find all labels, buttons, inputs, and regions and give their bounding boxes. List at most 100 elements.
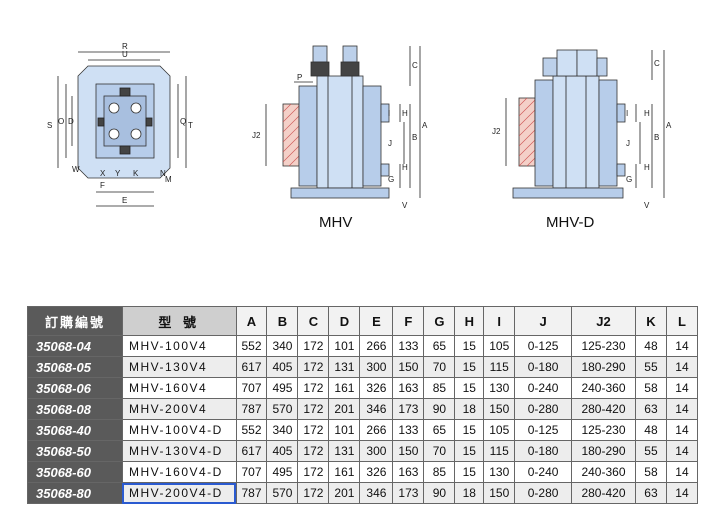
- value-cell-k: 58: [634, 377, 667, 399]
- dim-label-e: E: [122, 196, 127, 205]
- value-cell-l: 14: [665, 440, 699, 462]
- mhvd-dim-i: I: [626, 109, 628, 118]
- header-cell-4: C: [297, 306, 330, 336]
- header-cell-3: B: [266, 306, 299, 336]
- value-cell-g: 90: [423, 398, 456, 420]
- value-cell-j2: 180-290: [570, 356, 636, 378]
- value-cell-a: 707: [235, 377, 268, 399]
- value-cell-f: 173: [392, 482, 425, 504]
- value-cell-i: 130: [483, 461, 516, 483]
- value-cell-d: 161: [328, 461, 361, 483]
- value-cell-h: 15: [454, 440, 485, 462]
- mhv-dim-h1: H: [402, 109, 408, 118]
- dim-label-u: U: [122, 50, 128, 59]
- value-cell-d: 101: [328, 335, 361, 357]
- value-cell-i: 150: [483, 398, 516, 420]
- mhvd-dim-a: A: [666, 121, 672, 130]
- model-cell: MHV-200V4: [121, 398, 237, 420]
- model-cell: MHV-130V4-D: [121, 440, 237, 462]
- value-cell-l: 14: [665, 419, 699, 441]
- value-cell-b: 570: [266, 398, 299, 420]
- dim-label-d: D: [68, 117, 74, 126]
- value-cell-e: 300: [359, 440, 394, 462]
- header-cell-2: A: [235, 306, 268, 336]
- value-cell-h: 15: [454, 419, 485, 441]
- mhv-dim-a: A: [422, 121, 428, 130]
- mhv-dim-v: V: [402, 201, 408, 210]
- header-cell-0: 訂購編號: [27, 306, 123, 336]
- order-number-cell: 35068-40: [27, 419, 123, 441]
- mhv-dim-b: B: [412, 133, 417, 142]
- value-cell-k: 63: [634, 482, 667, 504]
- value-cell-h: 18: [454, 482, 485, 504]
- value-cell-j: 0-125: [514, 419, 572, 441]
- value-cell-l: 14: [665, 398, 699, 420]
- value-cell-b: 405: [266, 440, 299, 462]
- value-cell-c: 172: [297, 398, 330, 420]
- value-cell-c: 172: [297, 335, 330, 357]
- value-cell-g: 85: [423, 377, 456, 399]
- header-cell-7: F: [392, 306, 425, 336]
- header-cell-13: K: [634, 306, 667, 336]
- mhv-dim-h2: H: [402, 163, 408, 172]
- mhv-d-side-view-drawing: [505, 49, 665, 199]
- value-cell-a: 787: [235, 398, 268, 420]
- value-cell-g: 65: [423, 335, 456, 357]
- value-cell-b: 495: [266, 461, 299, 483]
- model-cell: MHV-100V4: [121, 335, 237, 357]
- dim-label-f: F: [100, 181, 105, 190]
- value-cell-j2: 240-360: [570, 461, 636, 483]
- value-cell-h: 15: [454, 461, 485, 483]
- value-cell-l: 14: [665, 356, 699, 378]
- dim-label-w: W: [72, 165, 80, 174]
- value-cell-c: 172: [297, 377, 330, 399]
- header-cell-14: L: [665, 306, 699, 336]
- value-cell-d: 101: [328, 419, 361, 441]
- order-number-cell: 35068-06: [27, 377, 123, 399]
- value-cell-j: 0-125: [514, 335, 572, 357]
- value-cell-a: 707: [235, 461, 268, 483]
- value-cell-d: 201: [328, 482, 361, 504]
- value-cell-c: 172: [297, 356, 330, 378]
- value-cell-b: 340: [266, 419, 299, 441]
- value-cell-g: 70: [423, 440, 456, 462]
- value-cell-i: 150: [483, 482, 516, 504]
- value-cell-g: 90: [423, 482, 456, 504]
- value-cell-c: 172: [297, 482, 330, 504]
- mhv-dim-c: C: [412, 61, 418, 70]
- value-cell-a: 552: [235, 335, 268, 357]
- value-cell-j2: 240-360: [570, 377, 636, 399]
- value-cell-e: 266: [359, 335, 394, 357]
- value-cell-j2: 125-230: [570, 419, 636, 441]
- value-cell-c: 172: [297, 461, 330, 483]
- value-cell-d: 131: [328, 356, 361, 378]
- value-cell-f: 163: [392, 461, 425, 483]
- value-cell-e: 346: [359, 398, 394, 420]
- value-cell-d: 131: [328, 440, 361, 462]
- model-cell: MHV-200V4-D: [121, 482, 237, 504]
- value-cell-e: 266: [359, 419, 394, 441]
- value-cell-f: 150: [392, 440, 425, 462]
- mhv-side-view-drawing: [265, 45, 421, 199]
- value-cell-j: 0-240: [514, 461, 572, 483]
- dim-label-k: K: [133, 169, 139, 178]
- value-cell-i: 115: [483, 440, 516, 462]
- value-cell-i: 115: [483, 356, 516, 378]
- header-cell-8: G: [423, 306, 456, 336]
- value-cell-b: 340: [266, 335, 299, 357]
- value-cell-k: 55: [634, 356, 667, 378]
- mhv-dim-p: P: [297, 73, 302, 82]
- dim-label-m: M: [165, 175, 172, 184]
- value-cell-l: 14: [665, 461, 699, 483]
- value-cell-a: 552: [235, 419, 268, 441]
- value-cell-f: 133: [392, 335, 425, 357]
- value-cell-k: 48: [634, 335, 667, 357]
- mhvd-dim-c: C: [654, 59, 660, 68]
- order-number-cell: 35068-50: [27, 440, 123, 462]
- header-cell-1: 型 號: [121, 306, 237, 336]
- dim-label-q: Q: [180, 117, 186, 126]
